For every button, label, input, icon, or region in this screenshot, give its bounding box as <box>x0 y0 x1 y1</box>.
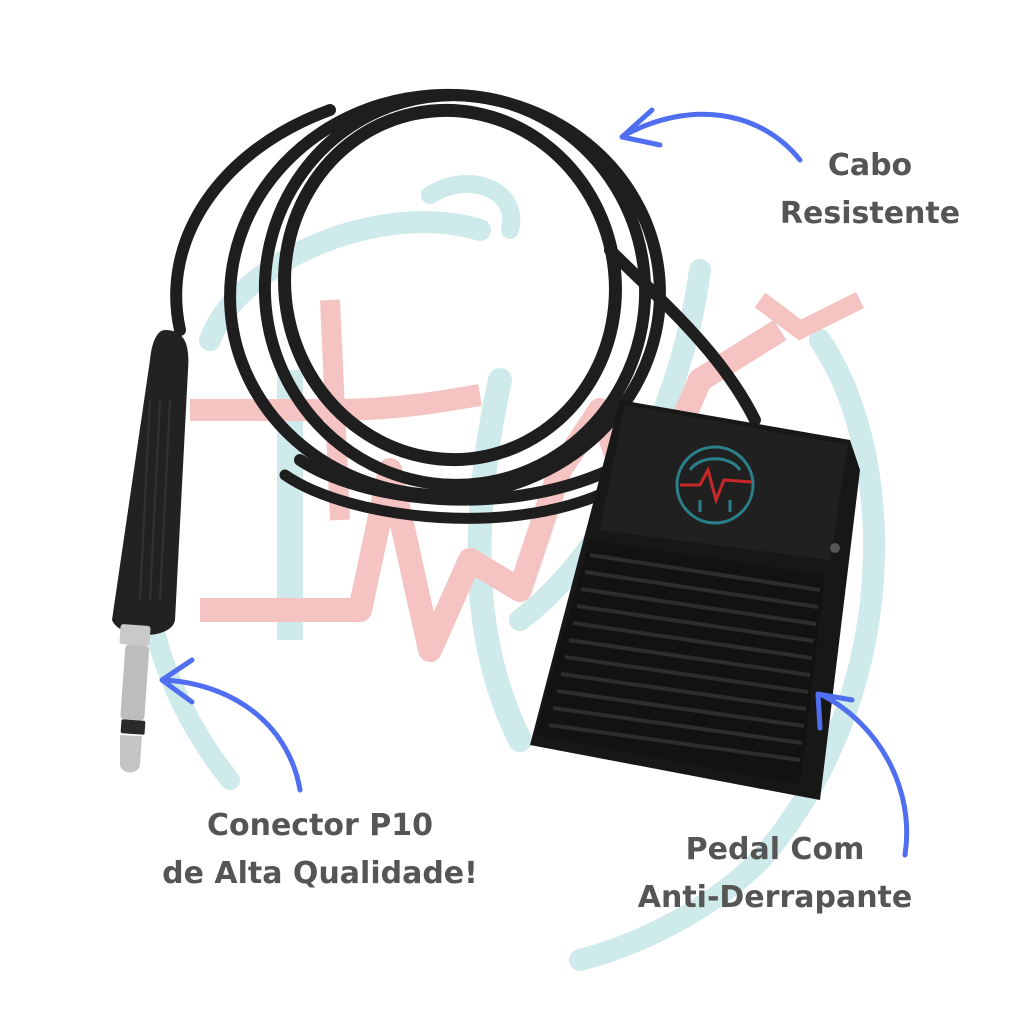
pedal-label: Pedal Com Anti-Derrapante <box>600 826 950 922</box>
arrow-cable <box>619 107 803 163</box>
connector-label-line2: de Alta Qualidade! <box>162 856 478 891</box>
cable-label-line2: Resistente <box>779 196 961 231</box>
foot-pedal <box>530 400 860 800</box>
connector-label-line1: Conector P10 <box>206 808 434 843</box>
pedal-label-line2: Anti-Derrapante <box>637 880 913 915</box>
pedal-label-line1: Pedal Com <box>685 832 865 867</box>
arrow-connector <box>159 657 303 793</box>
pedal-logo-icon <box>675 445 755 525</box>
connector-label: Conector P10 de Alta Qualidade! <box>110 802 530 898</box>
cable <box>170 88 761 524</box>
cable-label-line1: Cabo <box>827 148 913 183</box>
arrow-pedal <box>815 691 910 858</box>
jack-connector <box>112 330 189 773</box>
cable-label: Cabo Resistente <box>760 142 980 238</box>
